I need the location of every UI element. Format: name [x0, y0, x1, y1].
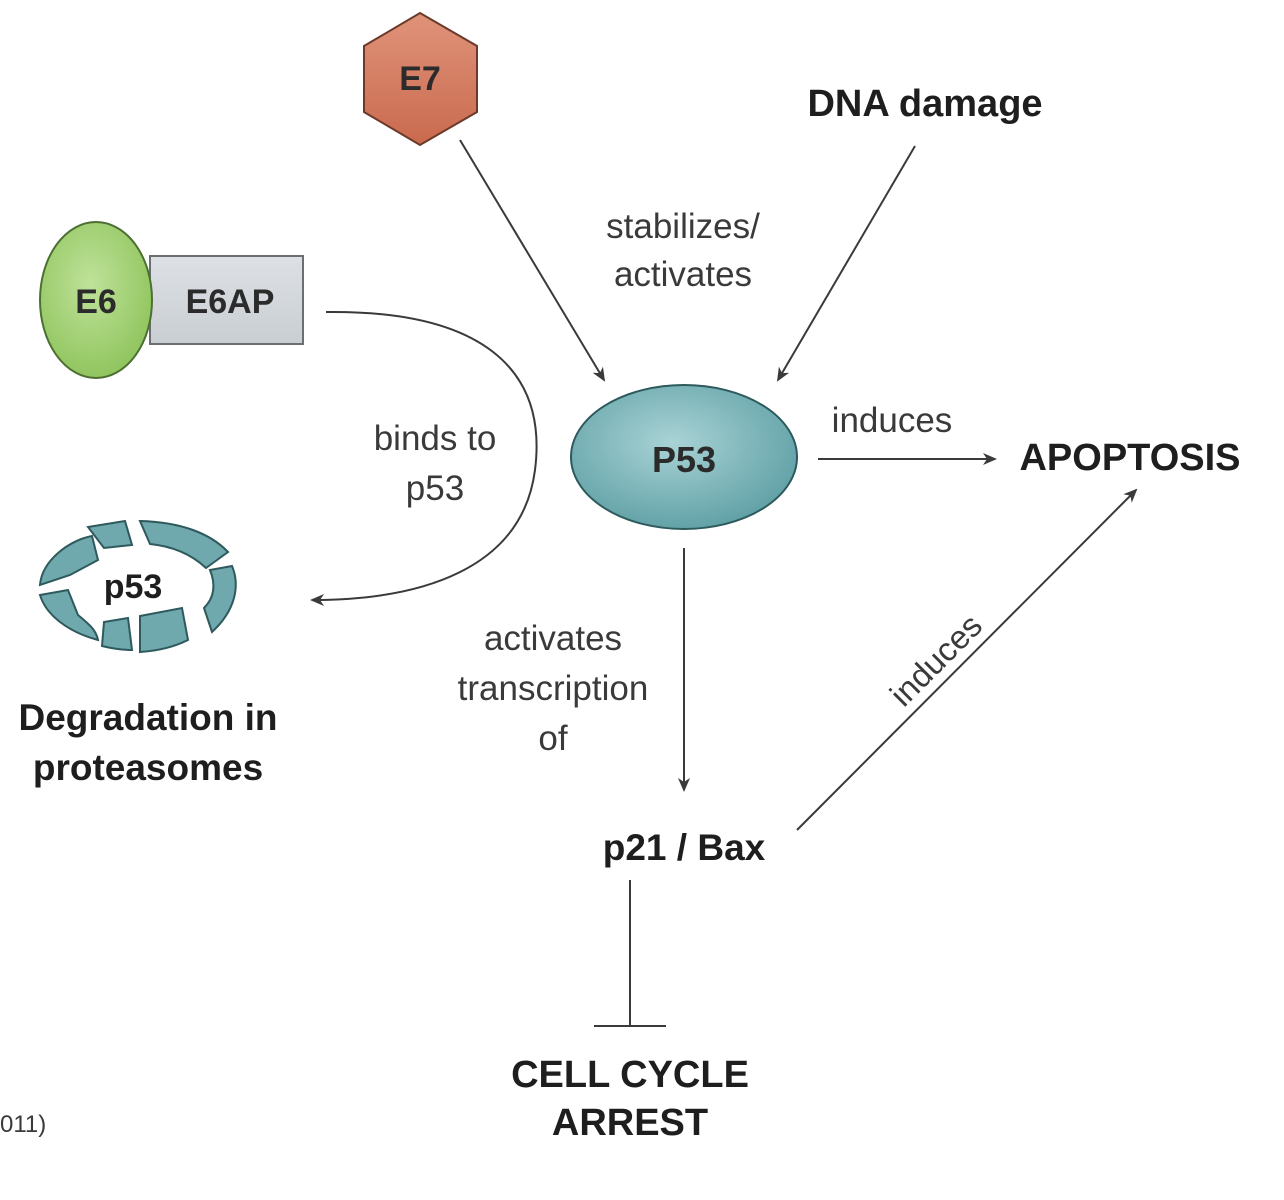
degradation-label-line1: Degradation in	[18, 697, 277, 738]
citation-fragment: 011)	[0, 1111, 46, 1138]
fragment-2	[86, 519, 134, 550]
p53-label: P53	[652, 439, 716, 480]
e7-hexagon-shape	[363, 11, 478, 147]
p21-bax-label: p21 / Bax	[603, 827, 766, 868]
cell-cycle-arrest-line2: ARREST	[552, 1102, 708, 1144]
degraded-p53-label: p53	[104, 568, 163, 606]
edge-dna-damage-to-p53	[776, 145, 916, 382]
degraded-p53-node	[38, 519, 237, 654]
dna-damage-label: DNA damage	[807, 83, 1042, 125]
fragment-6	[139, 606, 190, 654]
fragment-3	[138, 519, 230, 570]
apoptosis-label: APOPTOSIS	[1019, 437, 1240, 479]
e6-e6ap-complex: E6 E6AP	[39, 221, 304, 379]
fragment-4	[38, 588, 100, 642]
e7-label: E7	[399, 60, 441, 98]
fragment-1	[38, 534, 100, 587]
cell-cycle-arrest-line1: CELL CYCLE	[511, 1054, 749, 1096]
binds-label-line1: binds to	[374, 419, 497, 458]
binds-label-line2: p53	[406, 469, 464, 508]
edge-e7-to-p53	[459, 139, 606, 382]
induces-diagonal-label: induces	[883, 607, 990, 714]
activates-transcription-line1: activates	[484, 619, 622, 658]
e6ap-box	[149, 255, 304, 345]
degradation-label-line2: proteasomes	[33, 747, 263, 788]
p53-ellipse	[570, 384, 798, 530]
stabilizes-label-line1: stabilizes/	[606, 207, 760, 246]
induces-top-label: induces	[832, 401, 953, 440]
activates-transcription-line3: of	[538, 719, 567, 758]
e6ap-label: E6AP	[186, 283, 275, 321]
edge-p21-bax-to-apoptosis	[796, 488, 1138, 831]
edge-e6ap-binds-p53	[310, 310, 538, 606]
fragment-5	[100, 616, 134, 652]
e7-node: E7	[363, 11, 478, 147]
e6-label: E6	[75, 283, 117, 321]
p53-node: P53	[570, 384, 798, 530]
e6-ellipse	[39, 221, 153, 379]
stabilizes-label-line2: activates	[614, 255, 752, 294]
fragment-7	[202, 564, 237, 634]
activates-transcription-line2: transcription	[458, 669, 649, 708]
